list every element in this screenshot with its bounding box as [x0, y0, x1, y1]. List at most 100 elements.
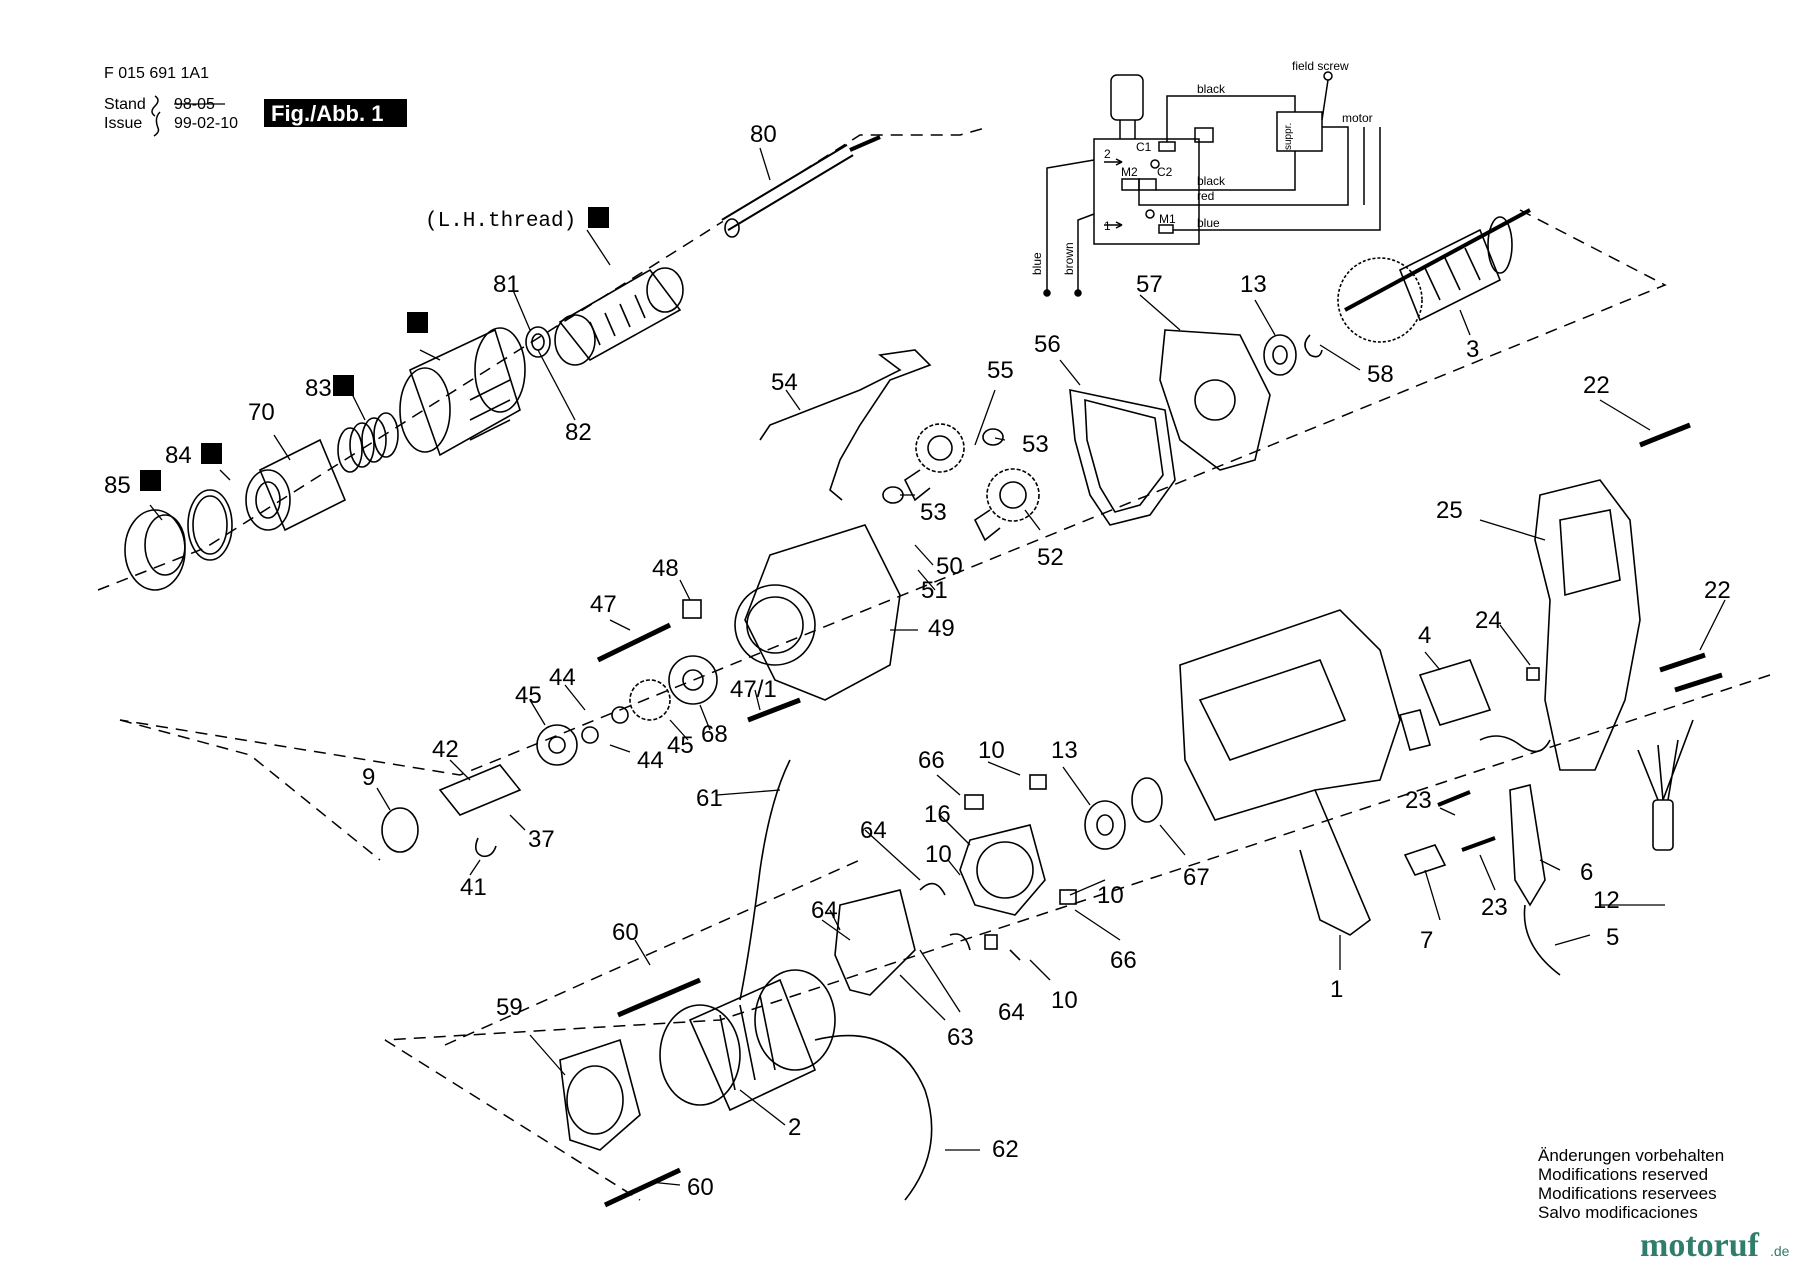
- cable-clamp-part: [1403, 844, 1447, 876]
- capacitor-leads: [1637, 719, 1694, 801]
- logo-text: motoruf: [1640, 1227, 1760, 1264]
- part-label-52: 52: [1037, 544, 1064, 571]
- leader-lines: [149, 147, 1726, 1186]
- part-label-45-right: 45: [667, 732, 694, 759]
- part-label-4: 4: [1418, 622, 1431, 649]
- part-label-56: 56: [1034, 331, 1061, 358]
- trigger-part: [1399, 709, 1431, 751]
- ring-inner: [531, 333, 545, 351]
- c1-label: C1: [1136, 140, 1152, 154]
- part-label-24: 24: [1475, 607, 1502, 634]
- contact-2: [1150, 159, 1160, 169]
- gasket-inner: [1084, 398, 1164, 513]
- blue-lead-end: [1043, 289, 1051, 297]
- marker-square-icon: [140, 470, 161, 491]
- part-label-45-left: 45: [515, 682, 542, 709]
- brush-part-2: [1029, 774, 1047, 790]
- arrow-2: [1104, 158, 1123, 166]
- red-label: red: [1197, 189, 1214, 203]
- c2-terminal: [1138, 178, 1157, 191]
- figure-label: Fig./Abb. 1: [271, 101, 383, 126]
- header-block: F 015 691 1A1 Stand Issue 98-05 99-02-10…: [104, 65, 407, 137]
- pin-2-label: 2: [1104, 147, 1111, 161]
- power-cord-part: [1523, 904, 1561, 976]
- bearing-inner: [1272, 345, 1288, 365]
- part-label-2: 2: [788, 1114, 801, 1141]
- modification-notes: Änderungen vorbehalten Modifications res…: [1538, 1146, 1724, 1222]
- field-screw-part-2: [603, 1167, 682, 1208]
- suppression-label: suppr.: [1283, 123, 1294, 150]
- marker-square-icon: [201, 443, 222, 464]
- stand-label: Stand: [104, 96, 146, 113]
- black-wire-mid: [1156, 151, 1296, 191]
- gear-parts: [903, 423, 1040, 542]
- issue-value: 99-02-10: [174, 115, 238, 132]
- part-label-47-1: 47/1: [730, 676, 777, 703]
- brown-vertical-label: brown: [1062, 242, 1076, 275]
- capacitor-connector: [1194, 127, 1214, 143]
- brown-lead: [1077, 213, 1095, 292]
- clip-ring-part-2: [581, 726, 599, 744]
- lead-wire-part: [739, 759, 791, 1001]
- m2-label: M2: [1121, 165, 1138, 179]
- part-label-63: 63: [947, 1024, 974, 1051]
- part-label-70: 70: [248, 399, 275, 426]
- capacitor-part: [1652, 799, 1674, 851]
- brush-part-4: [984, 934, 998, 950]
- blue-vertical-label: blue: [1030, 252, 1044, 275]
- part-label-68: 68: [701, 721, 728, 748]
- handle-screw-part-2: [1659, 652, 1706, 673]
- m1-label: M1: [1159, 212, 1176, 226]
- part-label-60-top: 60: [612, 919, 639, 946]
- field-screw-label: field screw: [1292, 59, 1349, 73]
- document-number: F 015 691 1A1: [104, 65, 209, 82]
- brown-lead-end: [1074, 289, 1082, 297]
- part-label-10-right: 10: [1097, 882, 1124, 909]
- spring-clip-part: [919, 882, 946, 896]
- small-gear-part: [629, 679, 671, 721]
- wire-bracket-part: [759, 349, 932, 501]
- part-label-10-top: 10: [978, 737, 1005, 764]
- ring-part: [525, 326, 551, 358]
- screw-part: [596, 622, 672, 663]
- figure-label-box: [264, 99, 407, 127]
- sleeve-part-2: [381, 807, 419, 853]
- field-screw-icon: [1323, 71, 1333, 81]
- part-label-80: 80: [750, 121, 777, 148]
- part-label-12: 12: [1593, 887, 1620, 914]
- bearing-part-4-inner: [1096, 814, 1114, 836]
- part-label-64-bottom: 64: [998, 999, 1025, 1026]
- black-top-label: black: [1197, 82, 1226, 96]
- part-label-9: 9: [362, 764, 375, 791]
- thread-note: (L.H.thread): [425, 210, 576, 233]
- contact-1: [1145, 209, 1155, 219]
- bearing-part-3: [536, 724, 578, 766]
- part-label-67: 67: [1183, 864, 1210, 891]
- baffle-part: [559, 1038, 641, 1151]
- part-label-84: 84: [165, 442, 192, 469]
- suppression-module: [1276, 111, 1323, 152]
- part-label-3: 3: [1466, 336, 1479, 363]
- black-wire-top: [1166, 95, 1296, 142]
- bit-holder-part: [721, 135, 881, 238]
- clamp-screw-part-2: [1461, 836, 1496, 852]
- handle-part: [1534, 479, 1641, 771]
- part-label-37: 37: [528, 826, 555, 853]
- spacer-part: [682, 599, 702, 619]
- bearing-part: [1263, 334, 1297, 376]
- part-label-61: 61: [696, 785, 723, 812]
- part-label-81: 81: [493, 271, 520, 298]
- retaining-ring-part: [187, 489, 233, 561]
- wiring-diagram: [1043, 71, 1381, 297]
- clip-part-2: [474, 837, 497, 858]
- clip-part: [1304, 334, 1323, 358]
- bearing-part-2-inner: [682, 669, 704, 691]
- part-label-7: 7: [1420, 927, 1433, 954]
- part-label-82: 82: [565, 419, 592, 446]
- black-mid-label: black: [1197, 174, 1226, 188]
- part-label-13-mid: 13: [1051, 737, 1078, 764]
- chuck-part: [245, 438, 347, 532]
- part-label-10-mid: 10: [925, 841, 952, 868]
- part-label-49: 49: [928, 615, 955, 642]
- part-label-54: 54: [771, 369, 798, 396]
